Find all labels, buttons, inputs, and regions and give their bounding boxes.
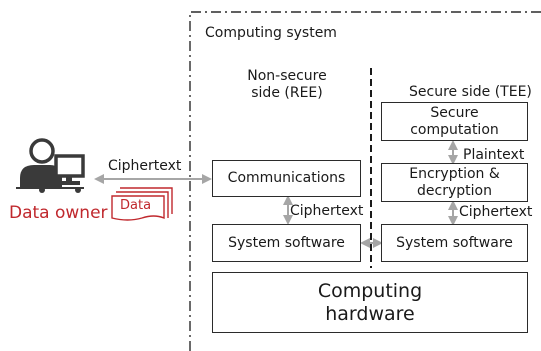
system-software-ree-label: System software [228, 234, 345, 251]
ree-label-line2: side (REE) [251, 85, 323, 101]
computing-hardware-box: Computing hardware [212, 272, 528, 333]
secure-computation-line1: Secure [430, 104, 479, 121]
system-software-tee-box: System software [381, 224, 528, 262]
hardware-line1: Computing [317, 279, 423, 302]
tee-label: Secure side (TEE) [409, 84, 532, 100]
hardware-line2: hardware [325, 302, 415, 325]
communications-label: Communications [227, 170, 346, 186]
data-documents-label: Data [120, 198, 152, 213]
communications-box: Communications [212, 160, 361, 197]
data-owner-label: Data owner [9, 203, 108, 223]
encryption-decryption-box: Encryption & decryption [381, 163, 528, 202]
ree-label: Non-secure side (REE) [232, 68, 342, 102]
ree-label-line1: Non-secure [247, 68, 327, 84]
encryption-line1: Encryption & [409, 165, 500, 182]
system-software-ree-box: System software [212, 224, 361, 262]
encryption-line2: decryption [417, 182, 492, 199]
data-owner-icon [16, 138, 85, 193]
ciphertext-label-tee: Ciphertext [459, 204, 533, 220]
ciphertext-label-ree: Ciphertext [290, 203, 364, 219]
computing-system-label: Computing system [205, 25, 337, 41]
system-software-tee-label: System software [396, 234, 513, 251]
secure-computation-box: Secure computation [381, 102, 528, 141]
secure-computation-line2: computation [410, 121, 499, 138]
data-documents-icon [111, 187, 173, 221]
plaintext-label: Plaintext [463, 147, 525, 163]
ciphertext-label-owner: Ciphertext [108, 158, 182, 174]
